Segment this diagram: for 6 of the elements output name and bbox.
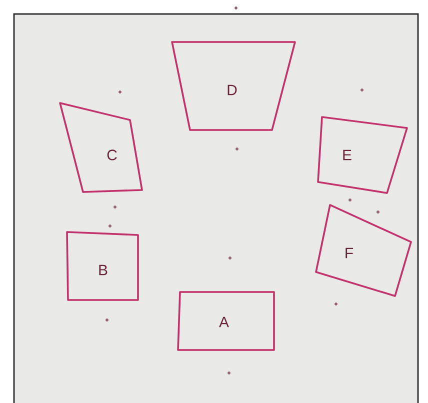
quadrilateral-box: B (66, 231, 139, 301)
quadrilateral-box: F (315, 204, 412, 297)
quadrilateral-box: D (171, 41, 296, 131)
quadrilateral-box: E (317, 116, 408, 194)
quadrilateral-box: A (177, 291, 275, 351)
quadrilateral-box: C (59, 102, 143, 193)
